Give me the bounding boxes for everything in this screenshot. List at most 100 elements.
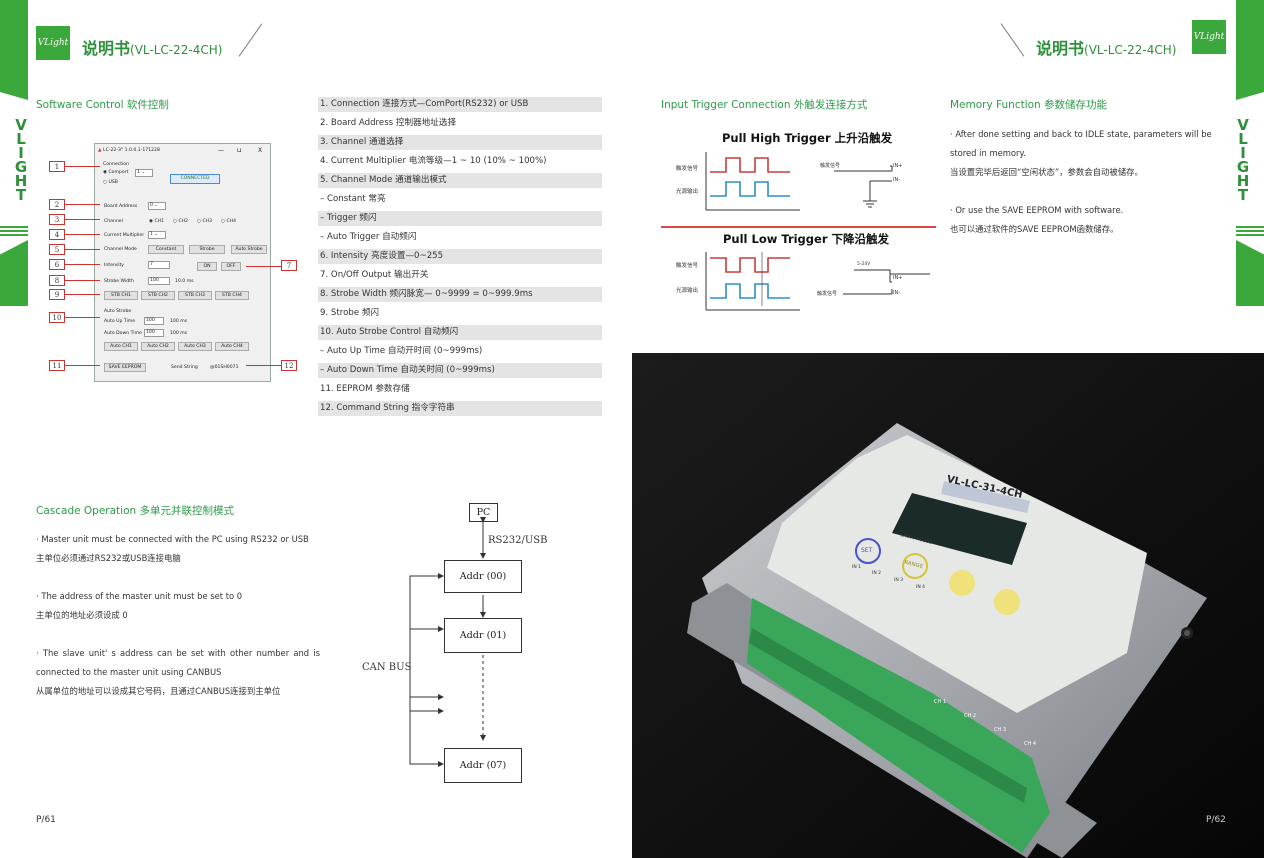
callout-9: 9 <box>49 289 65 300</box>
channel-radio-2[interactable]: ○ CH2 <box>173 219 189 224</box>
brand-letter: L <box>1238 130 1248 148</box>
callout-1-line <box>65 166 100 167</box>
auto-down-input[interactable]: 100 <box>144 329 164 337</box>
connection-label: Connection <box>103 162 129 167</box>
photo-in4: IN 4 <box>916 585 925 590</box>
addr-00-box: Addr (00) <box>444 560 522 593</box>
pc-box: PC <box>469 503 498 522</box>
memory-p2-cn: 也可以通过软件的SAVE EEPROM函数储存。 <box>950 224 1119 234</box>
callout-6: 6 <box>49 259 65 270</box>
brand-letter: L <box>16 130 26 148</box>
comport-value: 1 <box>137 170 140 175</box>
callout-6-line <box>65 264 100 265</box>
comport-radio[interactable]: ◉ Comport <box>103 170 129 175</box>
mode-constant-button[interactable]: Constant <box>148 245 184 254</box>
callout-12-line <box>246 365 281 366</box>
brand-logo-right: VLight <box>1192 20 1226 54</box>
current-multiplier-value: 1 <box>150 232 153 237</box>
save-eeprom-button[interactable]: SAVE EEPROM <box>104 363 146 372</box>
right-stripes <box>1236 226 1264 240</box>
pull-low-circuit <box>843 269 930 295</box>
feature-list-item: – Auto Trigger 自动频闪 <box>320 232 417 242</box>
auto-strobe-label: Auto Strobe <box>104 309 132 314</box>
stb-ch1-button[interactable]: STB CH1 <box>104 291 138 300</box>
pull-high-waveforms <box>705 152 800 211</box>
feature-list-item: – Constant 常亮 <box>320 194 386 204</box>
mode-strobe-button[interactable]: Strobe <box>189 245 225 254</box>
feature-list-item: 9. Strobe 频闪 <box>320 308 380 318</box>
photo-ch4-label: CH 4 <box>1024 741 1037 747</box>
pull-low-title: Pull Low Trigger 下降沿触发 <box>723 232 889 246</box>
trigger-title: Input Trigger Connection 外触发连接方式 <box>661 99 868 111</box>
feature-list-item: 5. Channel Mode 通道输出模式 <box>318 173 602 188</box>
auto-up-input[interactable]: 100 <box>144 317 164 325</box>
strobe-width-value: 100 <box>150 278 159 283</box>
window-minimize-button[interactable]: — <box>218 147 224 154</box>
feature-list-item: – Auto Down Time 自动关时间 (0~999ms) <box>318 363 602 378</box>
window-maximize-button[interactable]: ⊔ <box>237 147 242 154</box>
photo-set-label: SET <box>861 547 873 554</box>
brand-letter: V <box>1237 116 1249 134</box>
off-button[interactable]: OFF <box>221 262 241 271</box>
cascade-title: Cascade Operation 多单元并联控制模式 <box>36 505 234 517</box>
auto-ch2-button[interactable]: Auto CH2 <box>141 342 175 351</box>
intensity-input[interactable]: 7 <box>148 261 170 269</box>
product-photo: VL-LC-31-4CH LINK / RS232 SET RANGE IN 1… <box>632 353 1264 858</box>
callout-2-line <box>65 204 100 205</box>
window-close-button[interactable]: X <box>258 147 263 154</box>
auto-up-value: 100 <box>146 318 155 323</box>
callout-5: 5 <box>49 244 65 255</box>
channel-2-label: CH2 <box>178 219 189 224</box>
brand-letter: V <box>15 116 27 134</box>
low-in-minus: IN- <box>893 290 901 296</box>
cascade-p1-en: · Master unit must be connected with the… <box>36 534 309 544</box>
stb-ch3-button[interactable]: STB CH3 <box>178 291 212 300</box>
callout-12: 12 <box>281 360 297 371</box>
comport-select[interactable]: 1 ⌄ <box>135 169 153 177</box>
auto-ch1-button[interactable]: Auto CH1 <box>104 342 138 351</box>
callout-9-line <box>65 294 100 295</box>
feature-list-item: 1. Connection 连接方式—ComPort(RS232) or USB <box>318 97 602 112</box>
auto-down-unit: 100 ms <box>170 331 188 336</box>
board-address-select[interactable]: 0 ⌄ <box>148 202 166 210</box>
strobe-width-input[interactable]: 100 <box>148 277 170 285</box>
current-multiplier-select[interactable]: 1 ⌄ <box>148 231 166 239</box>
brand-letter: G <box>1236 158 1250 176</box>
connected-status: CONNECTED <box>170 174 220 184</box>
brand-letter: T <box>15 186 27 204</box>
channel-radio-3[interactable]: ○ CH3 <box>197 219 213 224</box>
channel-radio-4[interactable]: ○ CH4 <box>221 219 237 224</box>
auto-ch4-button[interactable]: Auto CH4 <box>215 342 249 351</box>
photo-in2: IN 2 <box>872 571 881 576</box>
mode-auto-strobe-button[interactable]: Auto Strobe <box>231 245 267 254</box>
callout-11: 11 <box>49 360 65 371</box>
on-button[interactable]: ON <box>197 262 217 271</box>
auto-ch3-button[interactable]: Auto CH3 <box>178 342 212 351</box>
title-left-cn: 说明书 <box>82 39 131 58</box>
window-title: ▲ LC-22-3° 1.0.0.1-171228 <box>98 148 160 153</box>
usb-label: USB <box>108 180 118 185</box>
photo-ch3-label: CH 3 <box>994 727 1007 733</box>
feature-list-item: – Auto Up Time 自动开时间 (0~999ms) <box>320 346 483 356</box>
callout-5-line <box>65 249 100 250</box>
send-string-label: Send String <box>171 365 198 370</box>
channel-radio-1[interactable]: ◉ CH1 <box>149 219 165 224</box>
channel-3-label: CH3 <box>202 219 213 224</box>
stb-ch2-button[interactable]: STB CH2 <box>141 291 175 300</box>
auto-down-label: Auto Down Time <box>104 331 142 336</box>
title-right-cn: 说明书 <box>1036 39 1085 58</box>
feature-list-item: 4. Current Multiplier 电流等级—1 ~ 10 (10% ~… <box>320 156 547 166</box>
memory-p1-cn: 当设置完毕后返回“空闲状态”，参数会自动被储存。 <box>950 167 1143 177</box>
brand-letter: I <box>18 144 24 162</box>
right-green-bar-bottom <box>1236 240 1264 306</box>
low-voltage-label: 5-24V <box>857 262 871 267</box>
comport-label: Comport <box>108 170 129 175</box>
usb-radio[interactable]: ○ USB <box>103 180 118 185</box>
memory-p2-en: · Or use the SAVE EEPROM with software. <box>950 205 1124 215</box>
channel-mode-label: Channel Mode <box>104 247 137 252</box>
feature-list-item: – Trigger 频闪 <box>318 211 602 226</box>
page-number-left: P/61 <box>36 815 56 825</box>
channel-label: Channel <box>104 219 123 224</box>
high-in-minus: IN- <box>893 177 901 183</box>
stb-ch4-button[interactable]: STB CH4 <box>215 291 249 300</box>
